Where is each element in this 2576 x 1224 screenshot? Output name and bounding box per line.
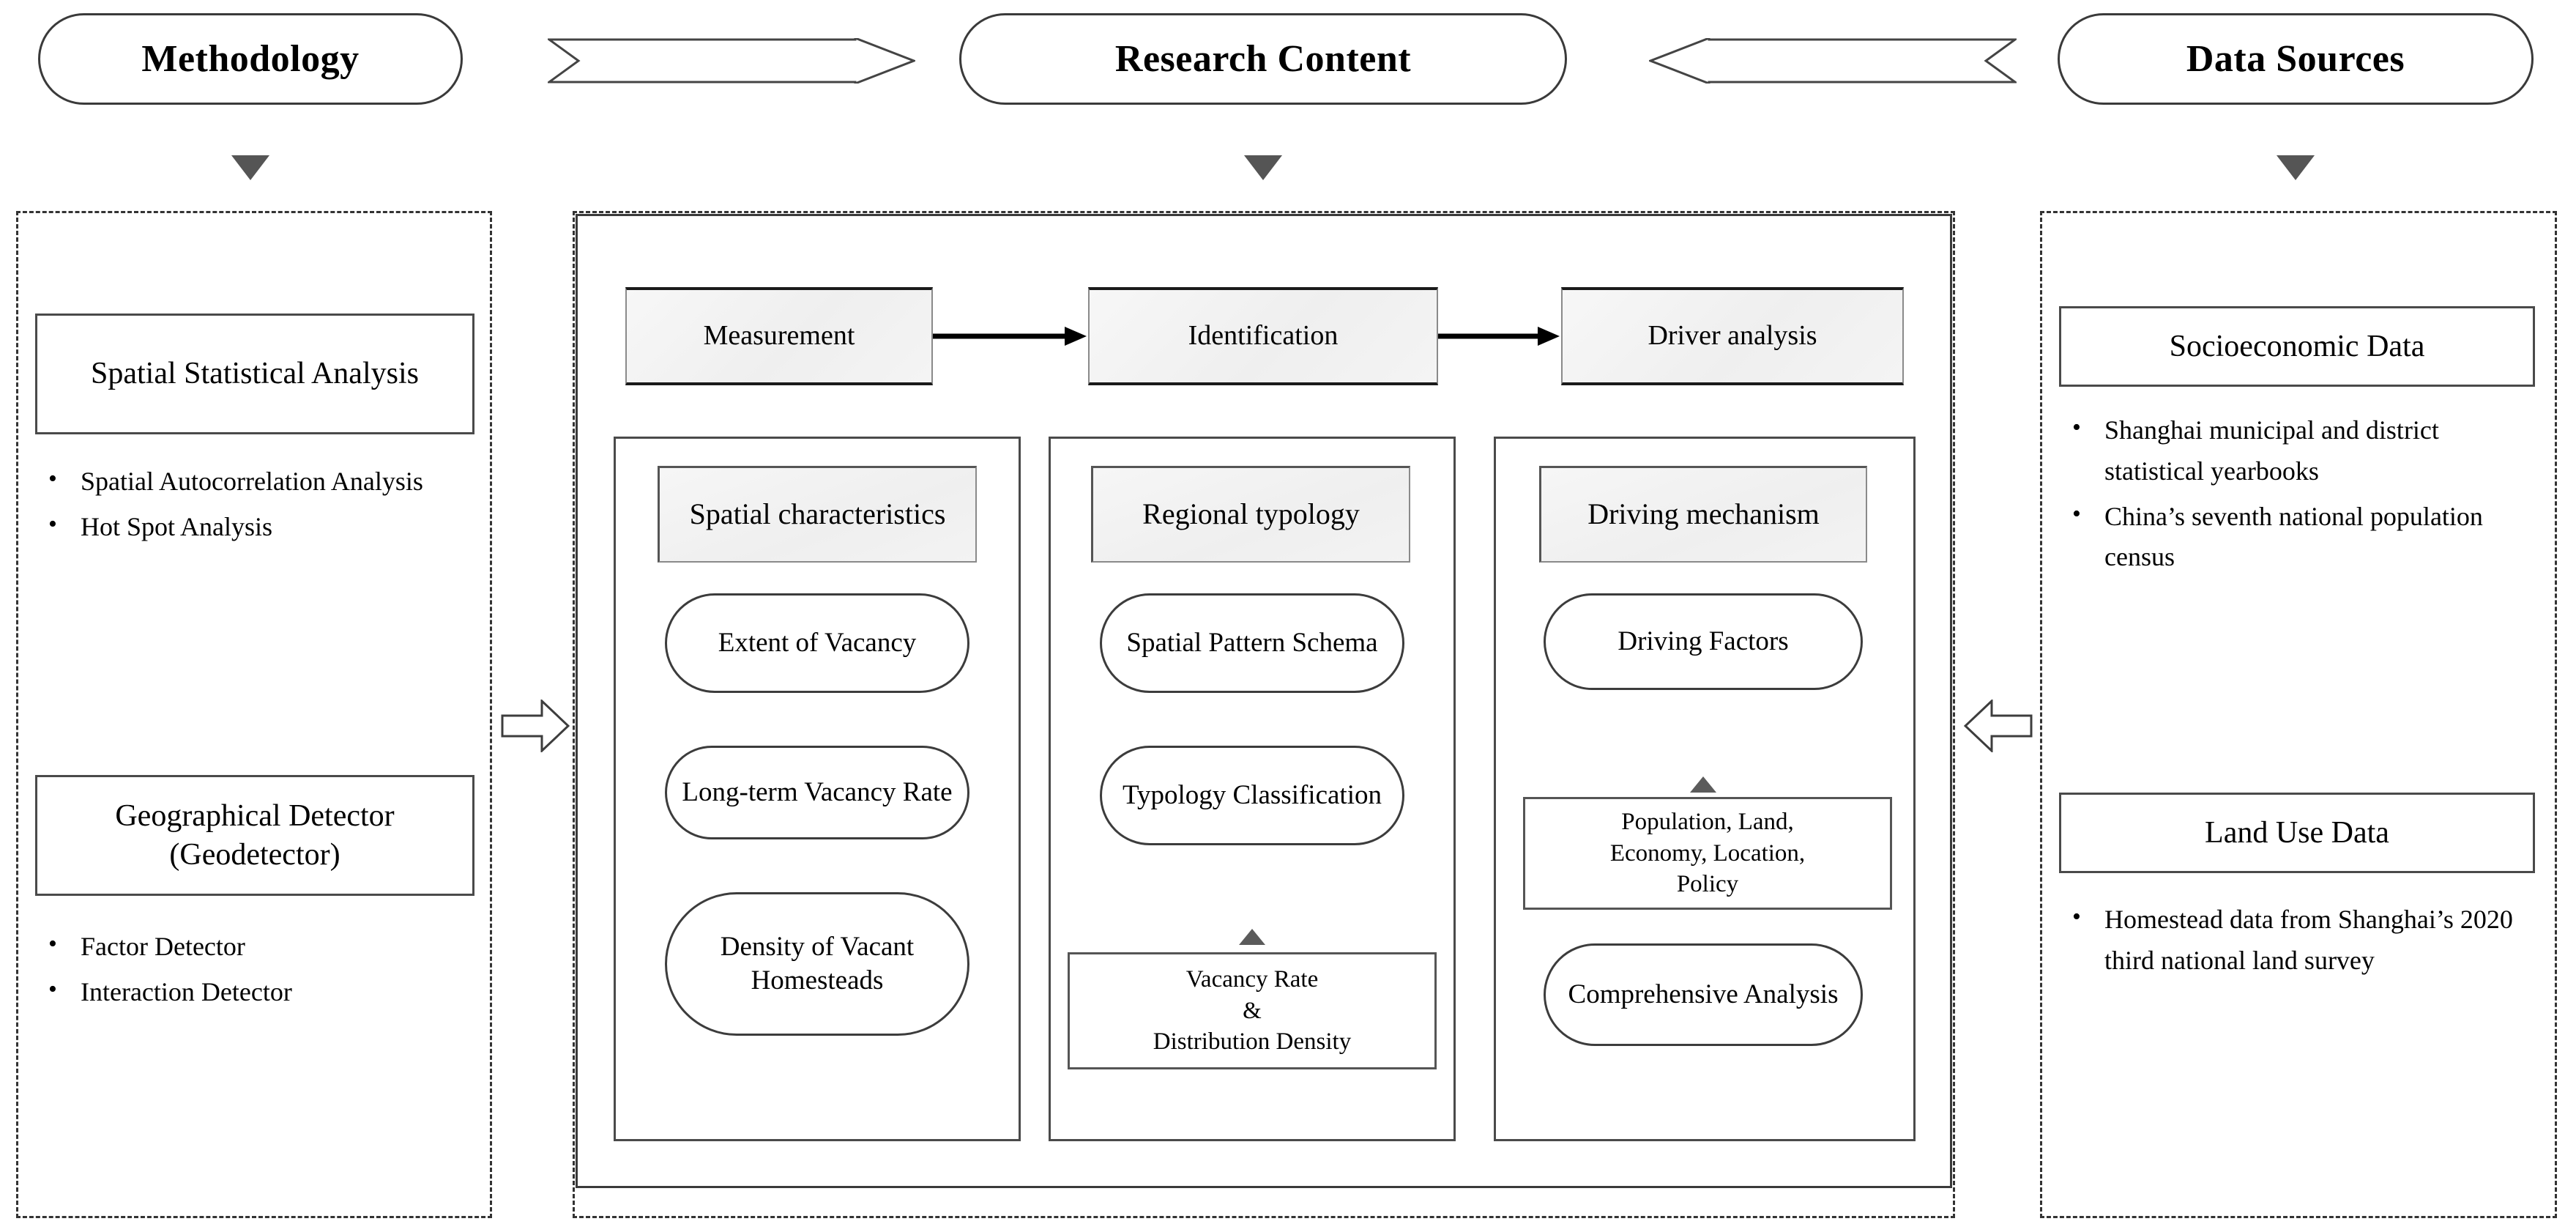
pill-driving-factors-label: Driving Factors	[1618, 626, 1789, 657]
flow-box-driver-analysis-label: Driver analysis	[1648, 320, 1817, 352]
sub-box-line-1: Population, Land,	[1621, 808, 1794, 835]
geodetector-title: Geographical Detector (Geodetector)	[115, 799, 395, 872]
pill-density-of-vacant-homesteads-label: Density of Vacant Homesteads	[720, 932, 915, 995]
column-heading-regional-typology: Regional typology	[1091, 466, 1410, 563]
column-heading-spatial-characteristics: Spatial characteristics	[658, 466, 977, 563]
pill-extent-of-vacancy: Extent of Vacancy	[665, 593, 969, 693]
list-item: Interaction Detector	[35, 971, 474, 1013]
pill-comprehensive-analysis: Comprehensive Analysis	[1544, 943, 1863, 1046]
methodology-down-triangle-icon	[231, 155, 269, 180]
column-heading-driving-mechanism-label: Driving mechanism	[1587, 497, 1820, 531]
sub-box-vacancy-rate-distribution-density: Vacancy Rate & Distribution Density	[1068, 952, 1437, 1069]
column-heading-regional-typology-label: Regional typology	[1142, 497, 1360, 531]
research-content-header-capsule: Research Content	[959, 13, 1567, 105]
driving-mechanism-up-triangle-icon	[1690, 776, 1716, 793]
flow-box-measurement: Measurement	[625, 287, 933, 385]
pill-comprehensive-analysis-label: Comprehensive Analysis	[1568, 979, 1839, 1010]
list-item: China’s seventh national population cens…	[2059, 495, 2542, 579]
land-use-data-bullet-list: Homestead data from Shanghai’s 2020 thir…	[2059, 898, 2542, 986]
data-sources-header-label: Data Sources	[2186, 38, 2405, 80]
list-item: Spatial Autocorrelation Analysis	[35, 460, 474, 502]
socioeconomic-data-title-box: Socioeconomic Data	[2059, 306, 2535, 387]
land-use-data-title: Land Use Data	[2205, 815, 2389, 850]
pill-spatial-pattern-schema-label: Spatial Pattern Schema	[1126, 628, 1378, 659]
flow-box-driver-analysis: Driver analysis	[1561, 287, 1904, 385]
list-item: Homestead data from Shanghai’s 2020 thir…	[2059, 898, 2542, 982]
column-heading-spatial-characteristics-label: Spatial characteristics	[689, 497, 946, 531]
spatial-statistical-analysis-title: Spatial Statistical Analysis	[91, 357, 419, 391]
column-heading-driving-mechanism: Driving mechanism	[1539, 466, 1867, 563]
list-item: Hot Spot Analysis	[35, 505, 474, 548]
sub-box-line-1: Vacancy Rate	[1185, 965, 1319, 993]
methodology-header-capsule: Methodology	[38, 13, 463, 105]
flow-arrow-measurement-to-identification-icon	[933, 324, 1088, 348]
research-content-down-triangle-icon	[1244, 155, 1282, 180]
pill-extent-of-vacancy-label: Extent of Vacancy	[718, 628, 917, 659]
flow-box-identification-label: Identification	[1188, 320, 1339, 352]
geodetector-bullet-list: Factor Detector Interaction Detector	[35, 925, 474, 1017]
pill-long-term-vacancy-rate-label: Long-term Vacancy Rate	[682, 777, 953, 808]
data-sources-header-capsule: Data Sources	[2058, 13, 2534, 105]
flow-arrow-identification-to-driver-icon	[1438, 324, 1561, 348]
methodology-header-label: Methodology	[141, 38, 360, 80]
research-content-header-label: Research Content	[1114, 38, 1412, 80]
spatial-statistical-analysis-title-box: Spatial Statistical Analysis	[35, 314, 474, 434]
list-item: Shanghai municipal and district statisti…	[2059, 409, 2542, 492]
methodology-to-research-chevron-arrow-icon	[548, 38, 915, 84]
spatial-statistical-analysis-bullet-list: Spatial Autocorrelation Analysis Hot Spo…	[35, 460, 474, 552]
sub-box-driving-factor-categories: Population, Land, Economy, Location, Pol…	[1523, 797, 1892, 910]
list-item: Factor Detector	[35, 925, 474, 968]
flow-box-measurement-label: Measurement	[703, 320, 855, 352]
data-to-research-block-arrow-icon	[1964, 700, 2033, 752]
pill-spatial-pattern-schema: Spatial Pattern Schema	[1100, 593, 1404, 693]
regional-typology-up-triangle-icon	[1239, 929, 1265, 945]
land-use-data-title-box: Land Use Data	[2059, 793, 2535, 873]
flow-box-identification: Identification	[1088, 287, 1438, 385]
pill-driving-factors: Driving Factors	[1544, 593, 1863, 690]
sub-box-line-3: Distribution Density	[1153, 1028, 1352, 1056]
socioeconomic-data-title: Socioeconomic Data	[2169, 329, 2425, 363]
sub-box-line-2: Economy, Location,	[1609, 839, 1806, 867]
sub-box-line-3: Policy	[1676, 871, 1739, 898]
socioeconomic-data-bullet-list: Shanghai municipal and district statisti…	[2059, 409, 2542, 582]
data-to-research-chevron-arrow-icon	[1649, 38, 2017, 84]
pill-long-term-vacancy-rate: Long-term Vacancy Rate	[665, 746, 969, 839]
pill-typology-classification-label: Typology Classification	[1122, 780, 1382, 811]
pill-typology-classification: Typology Classification	[1100, 746, 1404, 845]
pill-density-of-vacant-homesteads: Density of Vacant Homesteads	[665, 892, 969, 1036]
methodology-to-research-block-arrow-icon	[501, 700, 570, 752]
geodetector-title-box: Geographical Detector (Geodetector)	[35, 775, 474, 896]
sub-box-line-2: &	[1243, 997, 1262, 1024]
data-sources-down-triangle-icon	[2277, 155, 2315, 180]
